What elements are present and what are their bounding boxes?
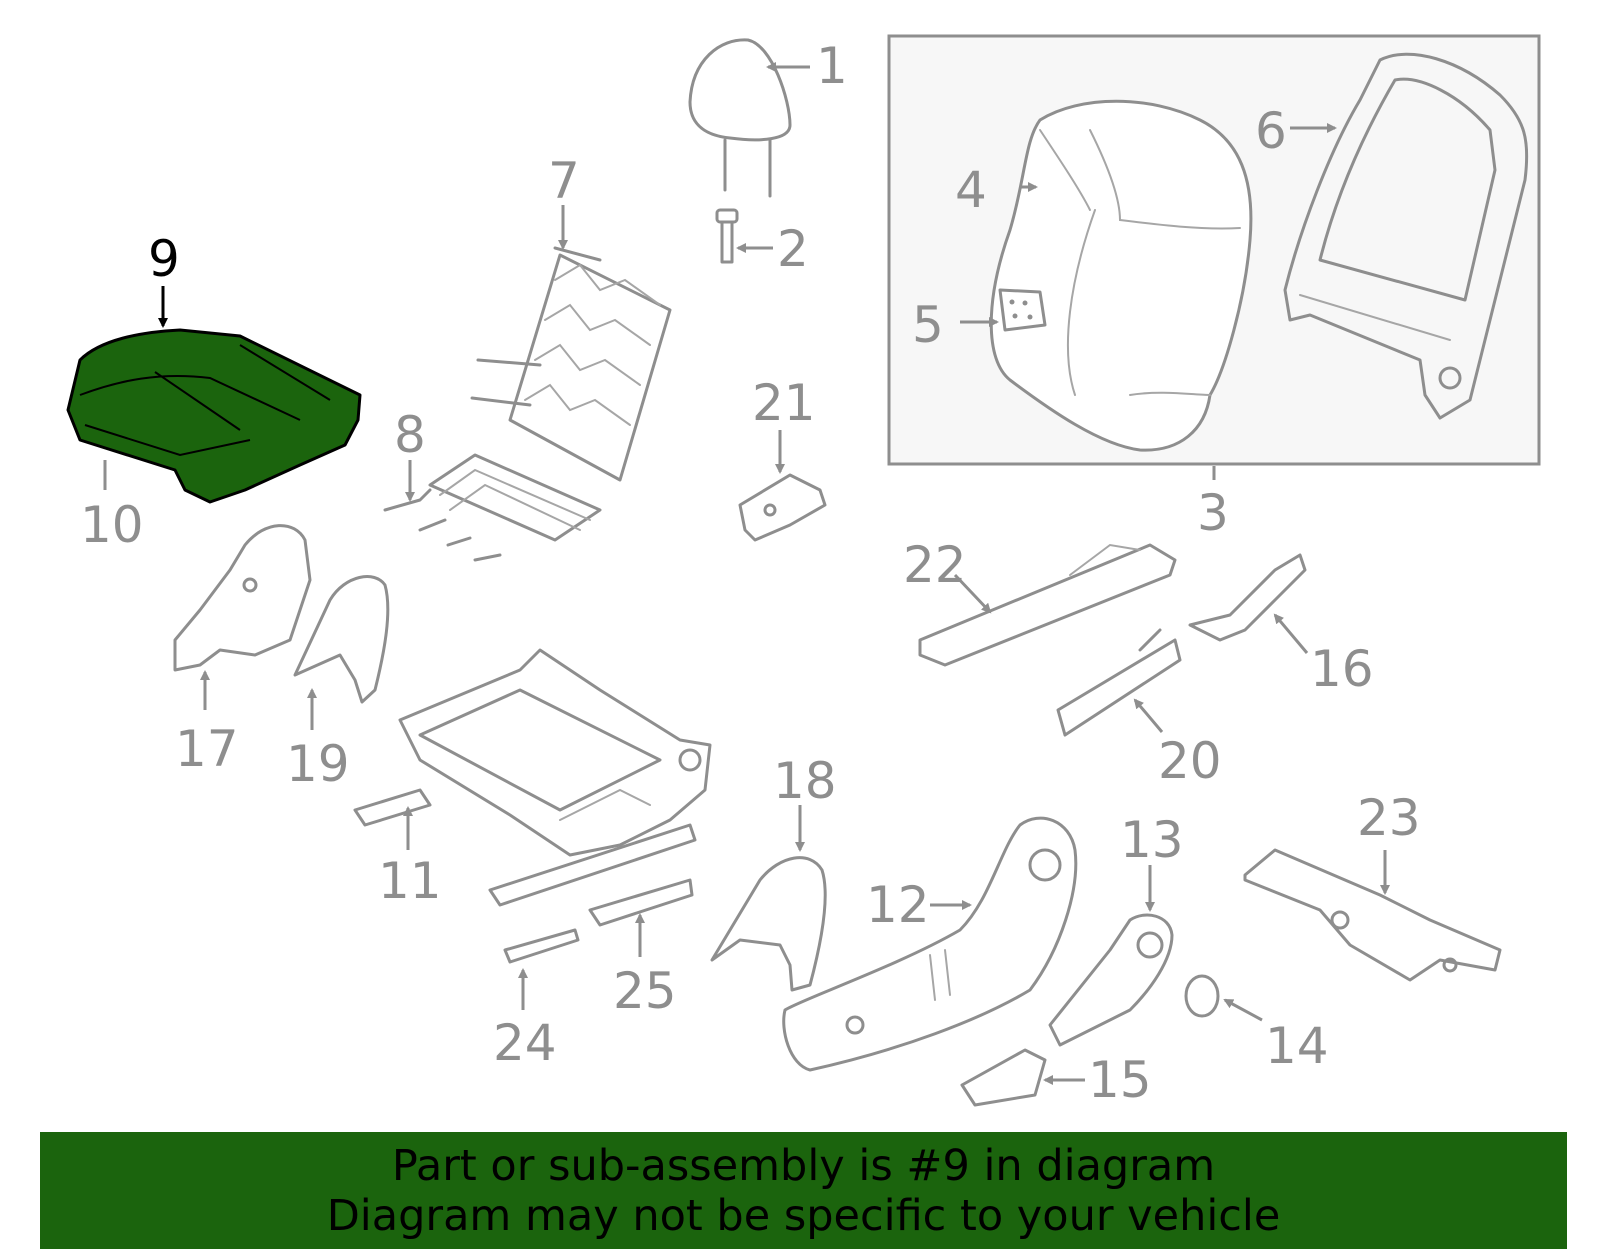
part-19-inner-shield[interactable] xyxy=(293,575,390,704)
info-banner: Part or sub-assembly is #9 in diagram Di… xyxy=(40,1132,1567,1249)
part-7-spring-mat[interactable] xyxy=(470,246,672,482)
part-18-shield[interactable] xyxy=(710,856,827,992)
callout-11: 11 xyxy=(378,852,442,910)
parts-diagram: 1 2 3 4 5 6 7 8 9 10 11 12 13 14 15 16 1… xyxy=(66,34,1541,1109)
callout-5: 5 xyxy=(912,296,944,354)
callout-2: 2 xyxy=(777,220,809,278)
callout-25: 25 xyxy=(613,962,677,1020)
part-9-seat-cushion[interactable] xyxy=(66,328,362,504)
callout-9: 9 xyxy=(148,230,180,288)
callout-23: 23 xyxy=(1357,789,1421,847)
callout-17: 17 xyxy=(175,720,239,778)
part-6-seatback-frame[interactable] xyxy=(1283,52,1529,420)
callout-20: 20 xyxy=(1158,732,1222,790)
part-23-crossbar[interactable] xyxy=(1243,848,1502,982)
part-11-cushion-frame[interactable] xyxy=(353,648,712,907)
callout-18-19: 19 xyxy=(286,735,350,793)
part-12-side-cover[interactable] xyxy=(782,816,1078,1072)
part-1-headrest[interactable] xyxy=(688,38,792,198)
part-22-trim[interactable] xyxy=(918,543,1177,667)
part-8-cushion-springs[interactable] xyxy=(383,453,602,562)
part-5-pad[interactable] xyxy=(998,288,1047,332)
part-13-recliner-cover[interactable] xyxy=(1048,913,1174,1047)
callout-13: 13 xyxy=(1120,811,1184,869)
part-24-bracket[interactable] xyxy=(503,928,580,964)
part-21-bracket[interactable] xyxy=(738,473,827,542)
callout-3: 3 xyxy=(1197,484,1229,542)
callout-10: 10 xyxy=(80,496,144,554)
callout-8: 8 xyxy=(394,406,426,464)
part-14-cap[interactable] xyxy=(1184,974,1220,1018)
callout-14: 14 xyxy=(1265,1017,1329,1075)
callout-22: 22 xyxy=(903,536,967,594)
callout-1: 1 xyxy=(816,37,848,95)
part-25-bracket[interactable] xyxy=(588,878,694,927)
part-4-seatback-cover[interactable] xyxy=(989,99,1253,452)
callout-16: 16 xyxy=(1310,640,1374,698)
part-2-headrest-guide[interactable] xyxy=(715,208,739,264)
part-20-bracket[interactable] xyxy=(1056,628,1182,737)
callout-4: 4 xyxy=(955,161,987,219)
callout-18: 18 xyxy=(773,752,837,810)
callout-12: 12 xyxy=(866,876,930,934)
banner-line-1: Part or sub-assembly is #9 in diagram xyxy=(391,1140,1216,1191)
part-16-bracket[interactable] xyxy=(1188,553,1307,642)
callout-24: 24 xyxy=(493,1014,557,1072)
callout-7: 7 xyxy=(548,152,580,210)
callout-15: 15 xyxy=(1088,1051,1152,1109)
callout-6: 6 xyxy=(1255,102,1287,160)
banner-line-2: Diagram may not be specific to your vehi… xyxy=(326,1190,1281,1241)
part-15-knob[interactable] xyxy=(960,1048,1047,1107)
part-17-side-shield[interactable] xyxy=(173,524,312,672)
callout-21: 21 xyxy=(752,374,816,432)
